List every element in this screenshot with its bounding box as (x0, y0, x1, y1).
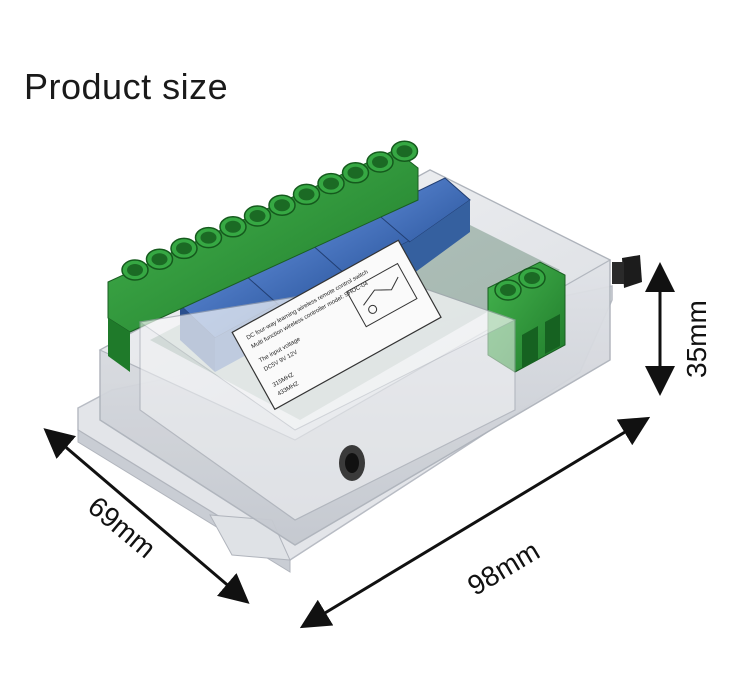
screw-terminal-small (518, 267, 546, 289)
screw-terminal (243, 205, 272, 227)
dimension-arrow-depth (43, 428, 250, 604)
screw-terminal (390, 140, 419, 162)
screw-terminal (219, 216, 247, 238)
switch-symbol-icon (368, 304, 378, 314)
screw-terminal (170, 237, 198, 260)
screw-terminal (268, 194, 296, 216)
screw-terminal (292, 183, 321, 206)
dimension-arrow-width (299, 416, 651, 629)
screw-terminal (317, 172, 345, 195)
dc-jack (339, 445, 365, 481)
side-connector (612, 255, 642, 288)
dimension-width-label: 98mm (462, 535, 545, 602)
page-title: Product size (24, 66, 229, 107)
screw-terminal (341, 162, 370, 184)
screw-terminal (145, 248, 174, 270)
dimension-height-label: 35mm (681, 300, 712, 378)
screw-terminal (194, 226, 223, 249)
terminal-block-large (107, 140, 419, 372)
dimension-depth-label: 69mm (82, 490, 162, 564)
screw-terminal-small (494, 279, 522, 301)
screw-terminal (366, 151, 394, 173)
screw-terminal (121, 259, 149, 281)
